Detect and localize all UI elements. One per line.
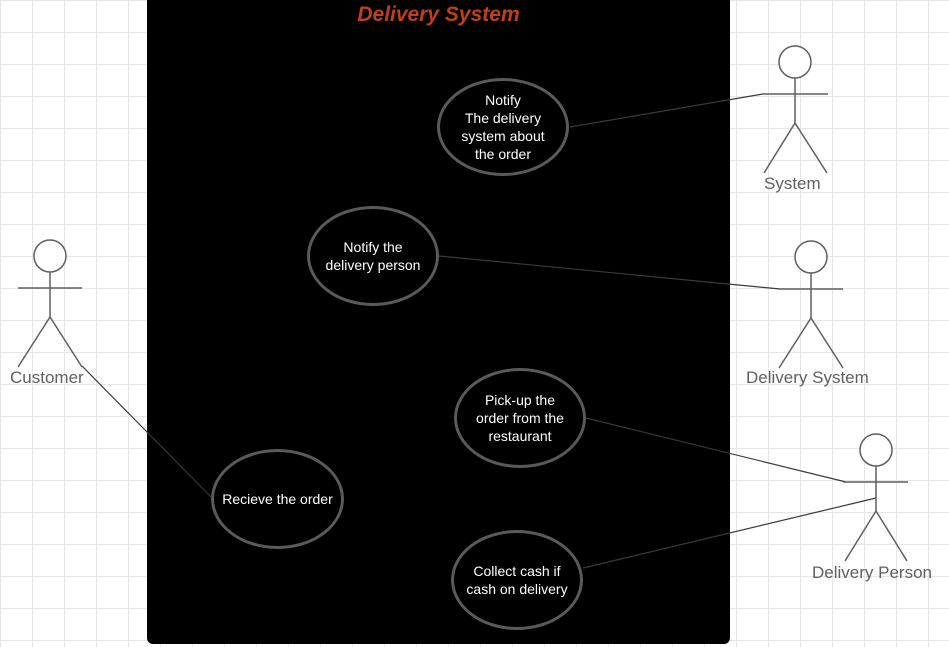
association-actor-delivery-system-to-uc-notify-person xyxy=(438,255,781,290)
usecase-pickup-order[interactable]: Pick-up the order from the restaurant xyxy=(454,368,586,468)
usecase-notify-delivery-person[interactable]: Notify the delivery person xyxy=(307,206,439,306)
actor-customer-label: Customer xyxy=(10,368,84,387)
association-actor-system-to-uc-notify-system xyxy=(569,93,764,128)
usecase-collect-cash[interactable]: Collect cash if cash on delivery xyxy=(451,530,583,630)
association-actor-customer-to-uc-receive xyxy=(81,365,212,498)
association-actor-delivery-person-to-uc-collect-cash xyxy=(582,497,877,569)
system-title: Delivery System xyxy=(357,3,520,26)
usecase-receive-order[interactable]: Recieve the order xyxy=(211,449,344,549)
actor-delivery-system-label: Delivery System xyxy=(746,368,869,387)
actor-delivery-person-label: Delivery Person xyxy=(812,563,932,582)
usecase-notify-delivery-system[interactable]: Notify The delivery system about the ord… xyxy=(437,78,569,176)
actor-system-label: System xyxy=(764,174,821,193)
association-actor-delivery-person-to-uc-pickup xyxy=(585,417,847,483)
